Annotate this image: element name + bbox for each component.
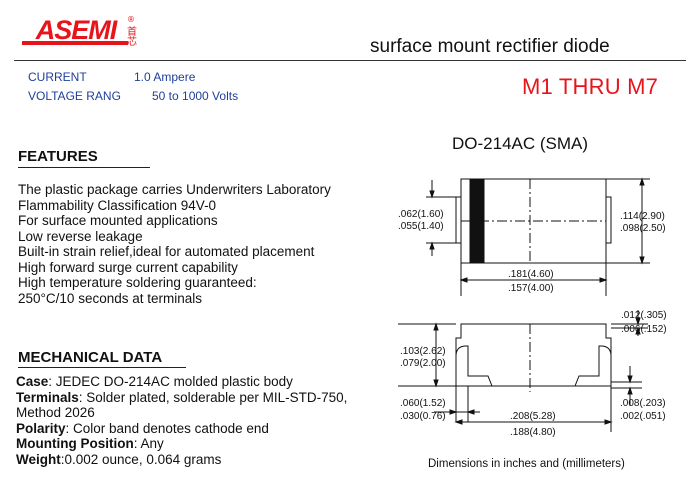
dim-standoff-min: .002(.051) — [620, 411, 666, 422]
dim-overall-min: .188(4.80) — [510, 427, 556, 438]
terminals-line: Terminals: Solder plated, solderable per… — [16, 389, 348, 405]
dim-lead-thick-min: .006(.152) — [621, 324, 667, 335]
dim-body-length-max: .181(4.60) — [508, 269, 554, 280]
brand-wordmark: ASEMI — [35, 15, 118, 45]
dim-height-min: .079(2.00) — [400, 358, 446, 369]
mounting-line: Mounting Position: Any — [16, 436, 164, 451]
side-lead — [455, 345, 612, 387]
features-heading-rule — [18, 167, 150, 168]
weight-line: Weight:0.002 ounce, 0.064 grams — [16, 451, 222, 467]
case-line: Case: JEDEC DO-214AC molded plastic body — [16, 374, 293, 389]
terminals-line-2: Method 2026 — [16, 405, 95, 420]
package-name: DO-214AC (SMA) — [452, 134, 589, 153]
feature-item: 250°C/10 seconds at terminals — [18, 290, 202, 306]
current-label: CURRENT — [28, 70, 87, 84]
current-value: 1.0 Ampere — [134, 70, 196, 84]
document-title: surface mount rectifier diode — [370, 36, 610, 57]
side-view — [398, 310, 648, 432]
part-range: M1 THRU M7 — [522, 74, 659, 99]
feature-item: Built-in strain relief,ideal for automat… — [18, 244, 315, 259]
voltage-value: 50 to 1000 Volts — [152, 89, 239, 103]
header-rule — [14, 60, 686, 61]
dim-foot-min: .030(0.76) — [400, 411, 446, 422]
dim-overall-max: .208(5.28) — [510, 411, 556, 422]
mechanical-data: Case: JEDEC DO-214AC molded plastic body… — [16, 374, 347, 467]
dim-lead-width-min: .055(1.40) — [398, 221, 444, 232]
dim-lead-width-max: .062(1.60) — [398, 209, 444, 220]
dim-foot-max: .060(1.52) — [400, 398, 446, 409]
dim-body-width-min: .098(2.50) — [620, 223, 666, 234]
feature-item: Low reverse leakage — [18, 228, 143, 244]
feature-item: High forward surge current capability — [18, 259, 238, 275]
features-list: The plastic package carries Underwriters… — [18, 182, 331, 306]
feature-item: Flammability Classification 94V-0 — [18, 197, 217, 213]
mechanical-heading: MECHANICAL DATA — [18, 349, 163, 366]
brand-chinese: 首芯 — [125, 25, 137, 46]
top-view — [426, 177, 650, 296]
dim-height-max: .103(2.62) — [400, 346, 446, 357]
feature-item: The plastic package carries Underwriters… — [18, 182, 331, 197]
dim-body-width-max: .114(2.90) — [620, 211, 665, 222]
feature-item: High temperature soldering guaranteed: — [18, 275, 257, 290]
dim-standoff-max: .008(.203) — [620, 398, 666, 409]
asemi-logo: ASEMI 首芯 ® — [22, 15, 137, 46]
top-lead-left — [455, 196, 462, 244]
package-outline-drawing: .062(1.60) .055(1.40) .114(2.90) .098(2.… — [398, 177, 667, 438]
side-body — [455, 323, 612, 387]
feature-item: For surface mounted applications — [18, 213, 218, 228]
dimensions-note: Dimensions in inches and (millimeters) — [428, 458, 625, 470]
polarity-line: Polarity: Color band denotes cathode end — [16, 420, 269, 436]
mechanical-heading-rule — [18, 367, 186, 368]
brand-registered-mark: ® — [127, 15, 135, 24]
features-heading: FEATURES — [18, 148, 98, 165]
top-lead-right — [605, 196, 612, 244]
dim-body-length-min: .157(4.00) — [508, 283, 554, 294]
voltage-label: VOLTAGE RANG — [28, 89, 121, 103]
dim-lead-thick-max: .012(.305) — [621, 310, 667, 321]
